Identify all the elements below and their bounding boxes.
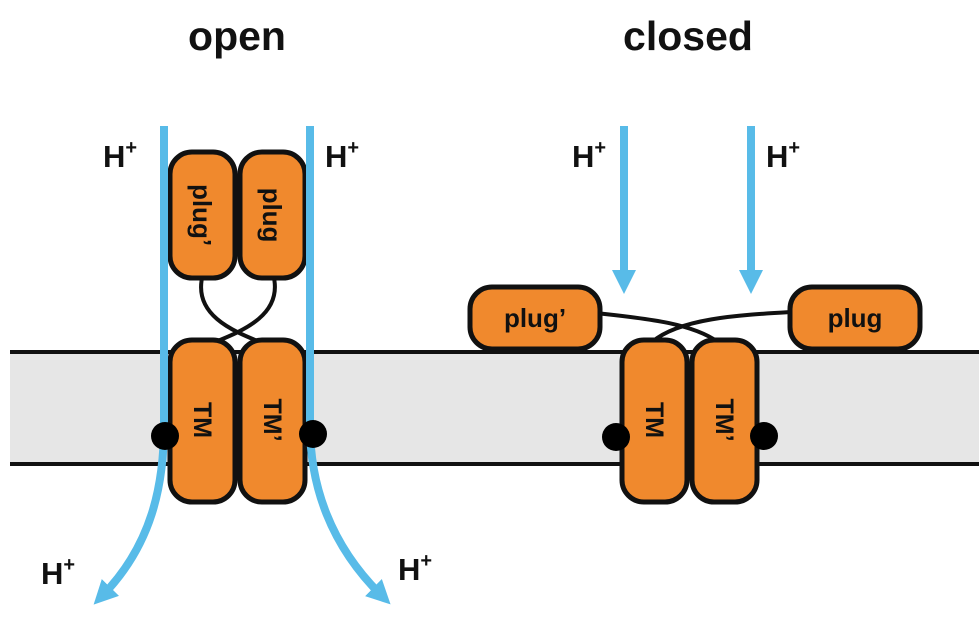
closed-site-right xyxy=(750,422,778,450)
open-plug-domain xyxy=(237,149,308,281)
open-tm-prime-label: TM’ xyxy=(258,398,286,441)
ion-charge: + xyxy=(788,137,800,159)
open-site-right xyxy=(299,420,327,448)
ion-charge: + xyxy=(594,137,606,159)
open-linker-right xyxy=(202,273,277,349)
closed-proton-label-right: H+ xyxy=(766,137,800,174)
closed-plug-prime-domain xyxy=(467,284,603,352)
open-plug-prime-label: plug’ xyxy=(187,184,217,246)
open-tm-domain xyxy=(167,337,238,505)
open-title: open xyxy=(188,13,286,59)
closed-linker-left xyxy=(595,311,720,344)
closed-tm-label: TM xyxy=(640,402,668,438)
ion-symbol: H xyxy=(41,556,63,591)
ion-charge: + xyxy=(125,137,137,159)
closed-site-left xyxy=(602,423,630,451)
closed-tm-prime-domain xyxy=(689,337,760,505)
ion-charge: + xyxy=(347,137,359,159)
ion-symbol: H xyxy=(398,552,420,587)
closed-linker-right xyxy=(650,310,793,344)
open-state: plug’ plug TM TM’ H+ H+ H+ H+ xyxy=(41,126,432,605)
closed-proton-label-left: H+ xyxy=(572,137,606,174)
open-plug-prime-domain xyxy=(167,149,238,281)
closed-title: closed xyxy=(623,13,753,59)
ion-symbol: H xyxy=(325,139,347,174)
ion-symbol: H xyxy=(766,139,788,174)
closed-plug-domain xyxy=(787,284,923,352)
open-proton-label-bottom-left: H+ xyxy=(41,554,75,591)
closed-state: plug’ plug TM TM’ H+ H+ xyxy=(467,126,923,505)
open-proton-label-top-left: H+ xyxy=(103,137,137,174)
open-tm-label: TM xyxy=(188,402,216,438)
open-proton-label-bottom-right: H+ xyxy=(398,550,432,587)
ion-symbol: H xyxy=(572,139,594,174)
open-linker-left xyxy=(199,273,273,349)
ion-symbol: H xyxy=(103,139,125,174)
closed-tm-prime-label: TM’ xyxy=(710,398,738,441)
open-site-left xyxy=(151,422,179,450)
open-proton-label-top-right: H+ xyxy=(325,137,359,174)
closed-plug-label: plug xyxy=(828,303,883,333)
closed-plug-prime-label: plug’ xyxy=(504,303,566,333)
open-plug-label: plug xyxy=(257,188,287,243)
ion-charge: + xyxy=(63,554,75,576)
ion-charge: + xyxy=(420,550,432,572)
membrane-band xyxy=(10,352,979,464)
open-tm-prime-domain xyxy=(237,337,308,505)
closed-tm-domain xyxy=(619,337,690,505)
